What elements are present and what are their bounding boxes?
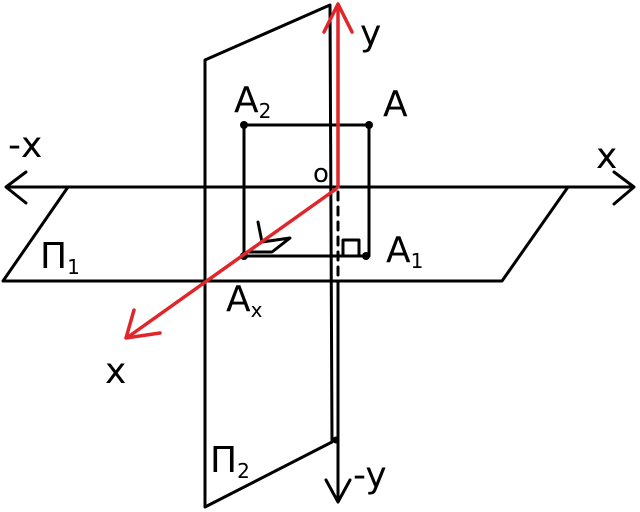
horizontal-plane-p1 [1, 185, 570, 283]
projection-rectangle [242, 123, 371, 258]
vertical-plane-p2 [203, 3, 334, 509]
point-a1-label: A1 [386, 230, 423, 273]
plane-corner-dot [332, 436, 340, 444]
x-neg-label: -x [8, 125, 42, 166]
origin-label: o [313, 159, 329, 189]
x-toward-arrowhead [124, 308, 162, 340]
x-pos-arrowhead [612, 170, 636, 206]
point-a2-dot [240, 121, 248, 129]
x-axis3-label: x [105, 351, 126, 392]
right-angle-mark-a1 [341, 238, 361, 258]
x-neg-arrowhead [4, 170, 28, 205]
right-angle-mark-ax [246, 220, 292, 254]
plane-p2-label: П2 [210, 440, 250, 483]
point-a-dot [365, 121, 373, 129]
point-a1-dot [362, 252, 370, 260]
point-a-label: A [383, 84, 408, 125]
y-neg-arrowhead [324, 478, 352, 504]
y-pos-arrowhead [322, 2, 354, 34]
y-pos-label: y [360, 13, 381, 54]
point-ax-label: Ax [226, 279, 263, 322]
point-a2-label: A2 [234, 80, 271, 123]
x-axis-toward-viewer [126, 187, 338, 339]
plane-p1-label: П1 [40, 236, 80, 279]
y-neg-label: -y [353, 455, 387, 496]
x-pos-label: x [596, 136, 617, 177]
